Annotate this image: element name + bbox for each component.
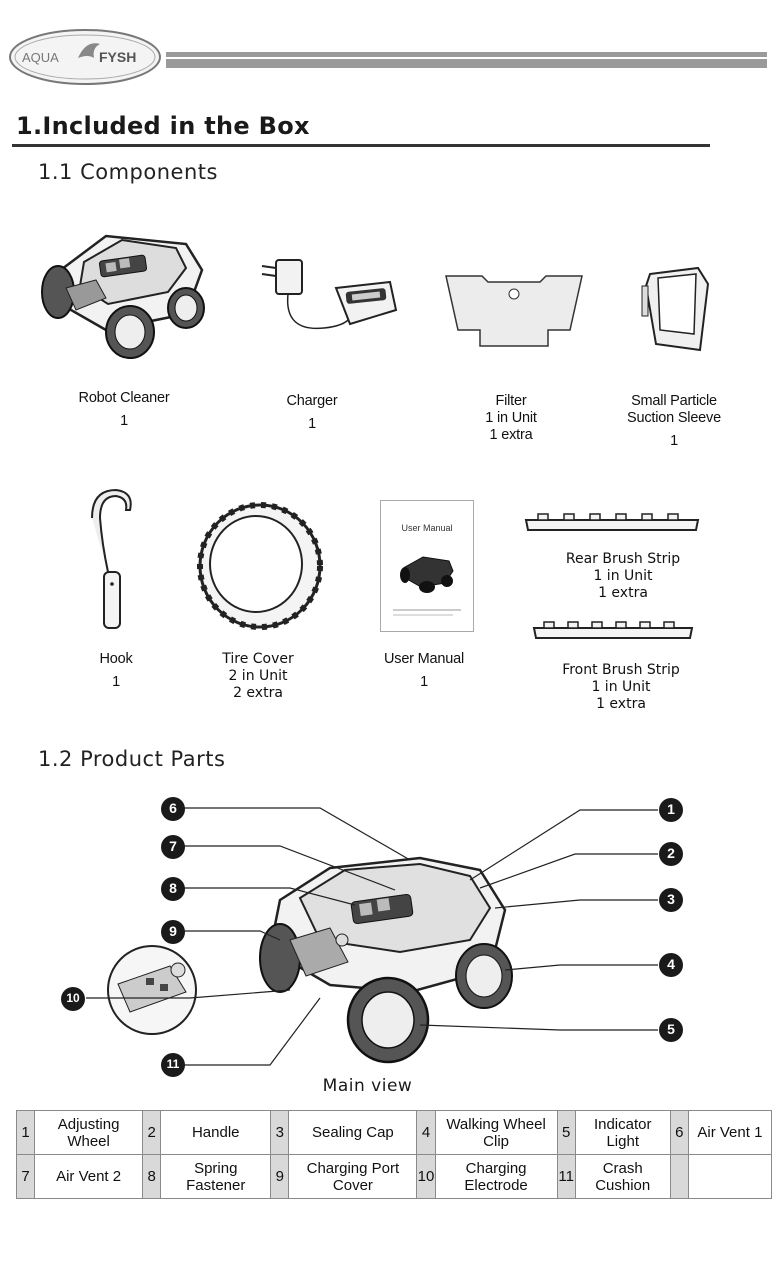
part-name: Air Vent 1: [687, 1110, 773, 1155]
part-number: 3: [270, 1110, 290, 1155]
component-caption-manual: User Manual 1: [371, 651, 477, 691]
part-name: Adjusting Wheel: [34, 1110, 144, 1155]
component-line2: 2 in Unit: [228, 668, 288, 684]
component-name: Hook: [99, 651, 133, 667]
main-view-label: Main view: [322, 1076, 413, 1096]
callout-3: 3: [658, 887, 684, 918]
component-line3: 2 extra: [233, 685, 283, 701]
callout-9: 9: [160, 919, 186, 950]
rear-brush-strip-image: [524, 510, 700, 534]
component-caption-tire: Tire Cover 2 in Unit 2 extra: [206, 651, 310, 702]
component-qty: 1: [112, 674, 120, 690]
part-number: 1: [15, 1110, 36, 1155]
manual-robot-icon: [400, 556, 454, 593]
section-title: 1.Included in the Box: [16, 112, 310, 140]
part-number: 4: [416, 1110, 436, 1155]
part-name: Charging Electrode: [434, 1154, 558, 1199]
robot-cleaner-image: [36, 222, 212, 362]
component-name: Filter: [495, 393, 527, 409]
header-bar: [166, 52, 767, 68]
callout-7: 7: [160, 834, 186, 865]
component-caption-hook: Hook 1: [66, 651, 166, 691]
component-name: Small Particle: [631, 393, 717, 409]
component-caption-rear-brush: Rear Brush Strip 1 in Unit 1 extra: [548, 551, 698, 602]
logo-text-right: FYSH: [99, 49, 136, 65]
component-name: Charger: [286, 393, 338, 409]
tire-cover-image: [196, 502, 324, 630]
callout-leaders: [86, 807, 658, 1066]
part-name: Sealing Cap: [288, 1110, 418, 1155]
part-name: Walking Wheel Clip: [434, 1110, 558, 1155]
part-name: Indicator Light: [574, 1110, 671, 1155]
part-name: Charging Port Cover: [288, 1154, 418, 1199]
part-name: Air Vent 2: [34, 1154, 144, 1199]
component-name: Rear Brush Strip: [565, 551, 681, 567]
component-name: Robot Cleaner: [78, 390, 170, 406]
user-manual-image: User Manual: [380, 500, 474, 632]
hook-image: [86, 488, 140, 632]
table-row: 1 Adjusting Wheel 2 Handle 3 Sealing Cap…: [15, 1110, 773, 1155]
product-parts-diagram: 6 7 8 9 10 11 1 2 3 4 5: [0, 780, 777, 1110]
component-caption-filter: Filter 1 in Unit 1 extra: [456, 393, 566, 444]
component-line2: Suction Sleeve: [627, 410, 721, 426]
manual-text-line: [393, 614, 453, 616]
callout-11: 11: [160, 1052, 186, 1083]
part-name: Spring Fastener: [160, 1154, 272, 1199]
suction-sleeve-image: [638, 264, 714, 356]
table-row: 7 Air Vent 2 8 Spring Fastener 9 Chargin…: [15, 1154, 773, 1199]
component-caption-front-brush: Front Brush Strip 1 in Unit 1 extra: [546, 662, 696, 713]
part-number: 2: [142, 1110, 162, 1155]
brand-logo: AQUA FYSH: [8, 28, 162, 86]
component-qty: 1: [670, 433, 678, 449]
robot-main-view: [259, 856, 513, 1064]
component-qty: 1: [420, 674, 428, 690]
component-line2: 1 in Unit: [593, 568, 653, 584]
component-name: Front Brush Strip: [562, 662, 680, 678]
part-number: 5: [556, 1110, 576, 1155]
callout-5: 5: [658, 1017, 684, 1048]
filter-image: [440, 270, 588, 352]
manual-cover-title: User Manual: [401, 523, 453, 533]
logo-text-left: AQUA: [22, 50, 59, 65]
part-number: [669, 1154, 689, 1199]
component-name: User Manual: [384, 651, 464, 667]
components-heading: 1.1 Components: [38, 160, 218, 184]
part-number: 9: [270, 1154, 290, 1199]
callout-8: 8: [160, 876, 186, 907]
component-caption-sleeve: Small Particle Suction Sleeve 1: [614, 393, 734, 450]
callout-10: 10: [60, 986, 86, 1017]
part-number: 11: [556, 1154, 576, 1199]
part-number: 6: [669, 1110, 689, 1155]
logo-oval: AQUA FYSH: [9, 29, 161, 85]
component-line3: 1 extra: [596, 696, 646, 712]
part-name: Handle: [160, 1110, 272, 1155]
component-qty: 1: [120, 413, 128, 429]
component-line3: 1 extra: [489, 427, 533, 443]
product-parts-heading: 1.2 Product Parts: [38, 747, 226, 771]
charging-electrode-inset: [107, 945, 197, 1035]
front-brush-strip-image: [530, 618, 696, 642]
part-name: Crash Cushion: [574, 1154, 671, 1199]
component-line3: 1 extra: [598, 585, 648, 601]
section-rule: [12, 144, 710, 147]
component-name: Tire Cover: [222, 651, 294, 667]
parts-table: 1 Adjusting Wheel 2 Handle 3 Sealing Cap…: [15, 1110, 773, 1199]
manual-text-line: [393, 609, 461, 611]
part-name: [687, 1154, 773, 1199]
callout-2: 2: [658, 841, 684, 872]
charger-image: [254, 252, 400, 342]
callout-4: 4: [658, 952, 684, 983]
component-line2: 1 in Unit: [485, 410, 537, 426]
part-number: 7: [15, 1154, 36, 1199]
component-qty: 1: [308, 416, 316, 432]
component-line2: 1 in Unit: [591, 679, 651, 695]
callout-6: 6: [160, 796, 186, 827]
component-caption-robot: Robot Cleaner 1: [64, 390, 184, 430]
part-number: 10: [416, 1154, 436, 1199]
component-caption-charger: Charger 1: [262, 393, 362, 433]
part-number: 8: [142, 1154, 162, 1199]
fish-fin-icon: [78, 43, 100, 58]
callout-1: 1: [658, 797, 684, 828]
